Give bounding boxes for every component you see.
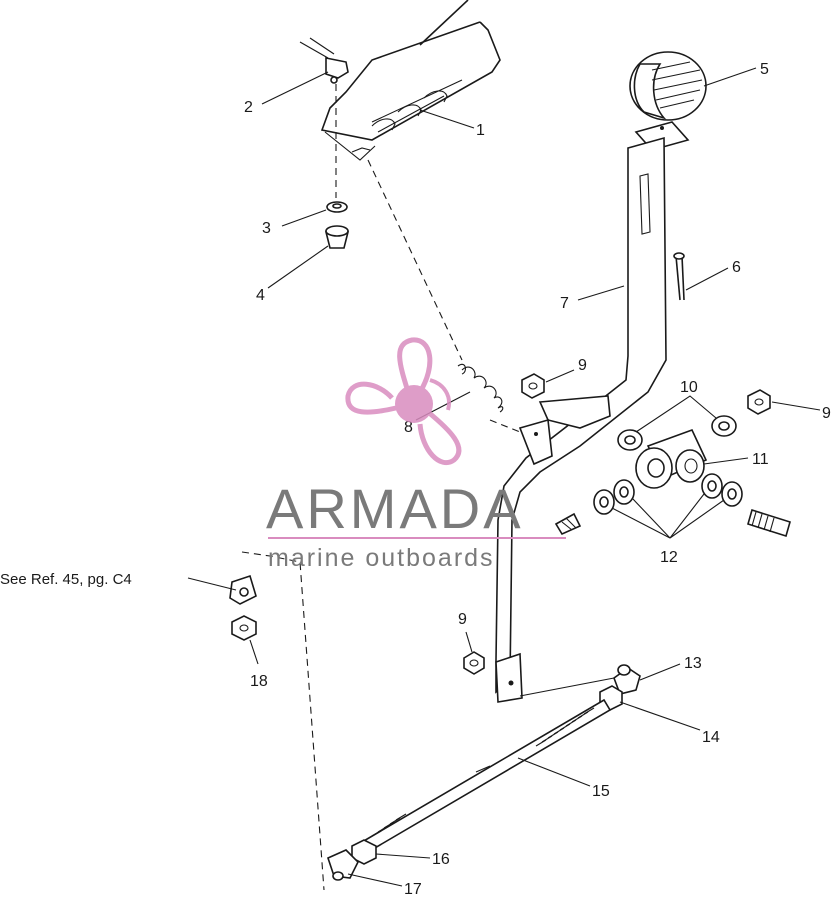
nut-part-upper (521, 373, 545, 399)
callout-7: 7 (560, 295, 569, 312)
pedal-arm-part (495, 136, 667, 703)
callout-1: 1 (476, 122, 485, 139)
linkage-bracket-part (229, 574, 257, 605)
spacer-set-part (593, 473, 743, 515)
washer-part (326, 201, 348, 213)
callout-9-upper: 9 (578, 357, 587, 374)
callout-8: 8 (404, 419, 413, 436)
callout-18: 18 (250, 673, 268, 690)
leader-lines (187, 67, 821, 887)
callout-14: 14 (702, 729, 720, 746)
watermark-brand: ARMADA (266, 477, 524, 540)
callout-17: 17 (404, 881, 422, 898)
ball-joint-lower-part (327, 849, 359, 881)
callout-5: 5 (760, 61, 769, 78)
nut-part-lower (463, 651, 485, 675)
propeller-logo (345, 337, 462, 465)
callout-3: 3 (262, 220, 271, 237)
alignment-line (241, 551, 325, 891)
pivot-shaft-stub (554, 508, 791, 538)
cotter-pin-part (673, 252, 685, 301)
grommet-part (324, 225, 350, 249)
brake-rod-part (360, 698, 612, 854)
stop-bumper-part (299, 37, 349, 84)
callout-9-lower: 9 (458, 611, 467, 628)
nut-part-18 (231, 615, 257, 641)
floor-panel-part (320, 0, 501, 161)
pedal-pad-part (629, 51, 707, 151)
callout-13: 13 (684, 655, 702, 672)
alignment-line (367, 159, 463, 361)
callout-6: 6 (732, 259, 741, 276)
alignment-line (489, 419, 521, 433)
callout-11: 11 (752, 451, 769, 468)
callout-16: 16 (432, 851, 450, 868)
callout-4: 4 (256, 287, 265, 304)
callout-2: 2 (244, 99, 253, 116)
washer-pair-part (617, 415, 737, 451)
callout-15: 15 (592, 783, 610, 800)
return-spring-part (457, 363, 504, 413)
callout-9-right: 9 (822, 405, 831, 422)
nut-part-right (747, 389, 771, 415)
pivot-bushing-part (635, 428, 708, 489)
callout-10: 10 (680, 379, 698, 396)
watermark-tagline: marine outboards (268, 544, 495, 572)
reference-note: See Ref. 45, pg. C4 (0, 571, 132, 588)
callout-12: 12 (660, 549, 678, 566)
